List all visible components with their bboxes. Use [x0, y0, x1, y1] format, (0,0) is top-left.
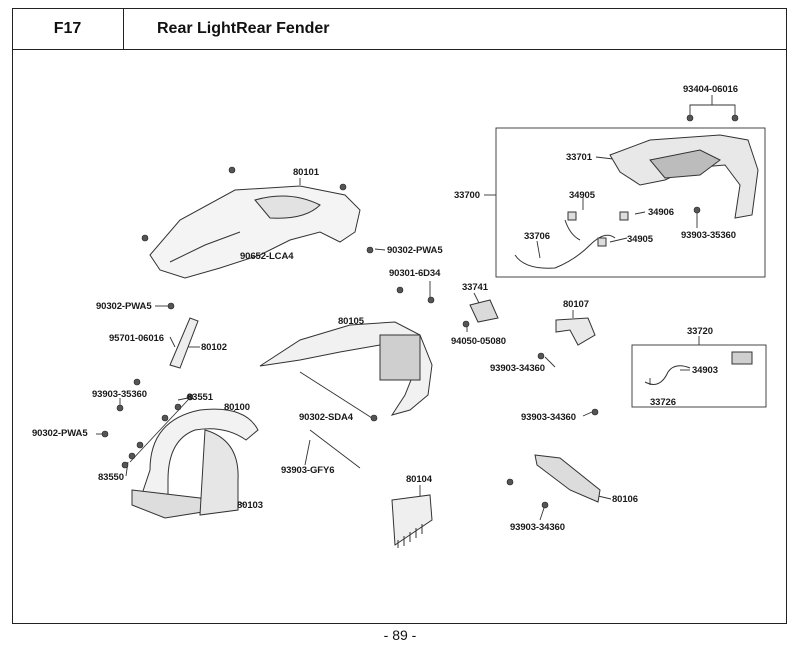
part-label-34903: 34903 [692, 365, 718, 376]
part-label-90302-sda4: 90302-SDA4 [299, 412, 353, 423]
part-label-33701: 33701 [566, 152, 592, 163]
license-harness-33726 [644, 351, 753, 385]
bracket-80102 [169, 317, 199, 369]
part-label-90302-pwa5: 90302-PWA5 [387, 245, 443, 256]
plate-33741 [469, 299, 499, 323]
fasteners [101, 114, 739, 509]
side-panel-80103 [199, 429, 239, 516]
part-label-80102: 80102 [201, 342, 227, 353]
part-label-93903-34360: 93903-34360 [521, 412, 576, 423]
section-code: F17 [12, 8, 124, 50]
part-label-83550: 83550 [98, 472, 124, 483]
part-label-90302-pwa5: 90302-PWA5 [32, 428, 88, 439]
part-label-94050-05080: 94050-05080 [451, 336, 506, 347]
bracket-80107 [555, 317, 596, 346]
part-label-90302-pwa5: 90302-PWA5 [96, 301, 152, 312]
part-label-80100: 80100 [224, 402, 250, 413]
part-label-80106: 80106 [612, 494, 638, 505]
reflector-80106 [534, 454, 601, 503]
header-divider [124, 49, 787, 50]
part-label-93903-gfy6: 93903-GFY6 [281, 465, 335, 476]
page-number: - 89 - [383, 627, 417, 643]
part-label-80103: 80103 [237, 500, 263, 511]
part-label-34905: 34905 [569, 190, 595, 201]
part-label-93903-34360: 93903-34360 [510, 522, 565, 533]
part-label-80101: 80101 [293, 167, 319, 178]
part-label-34906: 34906 [648, 207, 674, 218]
part-label-90301-6d34: 90301-6D34 [389, 268, 441, 279]
part-label-33726: 33726 [650, 397, 676, 408]
part-label-93903-35360: 93903-35360 [681, 230, 736, 241]
taillight-33701 [609, 134, 759, 219]
section-title: Rear LightRear Fender [157, 20, 330, 37]
part-label-90652-lca4: 90652-LCA4 [240, 251, 294, 262]
part-label-80107: 80107 [563, 299, 589, 310]
fender-frame-80105 [259, 321, 433, 416]
lamp-34903 [731, 351, 753, 365]
part-label-33741: 33741 [462, 282, 488, 293]
taillight-assembly-box [495, 127, 766, 278]
mudguard-80100 [131, 408, 259, 519]
part-label-33720: 33720 [687, 326, 713, 337]
part-label-80104: 80104 [406, 474, 432, 485]
diagram-frame [12, 8, 787, 624]
part-label-80105: 80105 [338, 316, 364, 327]
rear-fender-inner-80101 [149, 185, 361, 279]
part-label-93404-06016: 93404-06016 [683, 84, 738, 95]
part-label-33700: 33700 [454, 190, 480, 201]
mud-flap-80104 [391, 494, 433, 548]
wire-harness-33706 [514, 211, 629, 269]
part-label-93903-34360: 93903-34360 [490, 363, 545, 374]
part-label-34905: 34905 [627, 234, 653, 245]
part-label-33706: 33706 [524, 231, 550, 242]
part-label-83551: 83551 [187, 392, 213, 403]
part-label-95701-06016: 95701-06016 [109, 333, 164, 344]
part-label-93903-35360: 93903-35360 [92, 389, 147, 400]
